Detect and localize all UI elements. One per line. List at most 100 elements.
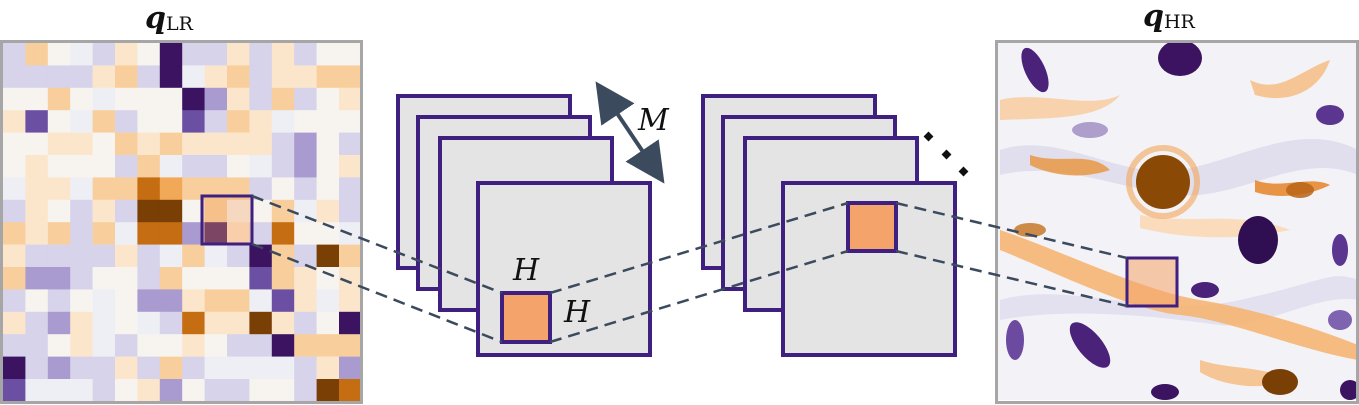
low-resolution-pixel [25,379,49,402]
low-resolution-pixel [294,334,317,357]
low-resolution-pixel [25,199,49,223]
low-resolution-pixel [159,379,183,402]
low-resolution-pixel [47,87,71,111]
low-resolution-pixel [159,222,183,245]
low-resolution-pixel [92,87,116,111]
low-resolution-pixel [249,110,273,133]
low-resolution-pixel [137,43,161,66]
low-resolution-pixel [3,65,26,89]
low-resolution-pixel [92,155,116,178]
low-resolution-pixel [227,379,250,402]
low-resolution-pixel [137,267,161,290]
low-resolution-pixel [249,43,273,66]
low-resolution-pixel [316,379,340,402]
low-resolution-pixel [316,132,340,156]
low-resolution-pixel [204,311,228,335]
low-resolution-pixel [339,356,362,380]
low-resolution-pixel [339,334,362,357]
low-resolution-pixel [115,132,138,156]
low-resolution-pixel [294,110,317,133]
low-resolution-pixel [92,177,116,201]
low-resolution-pixel [271,87,295,111]
low-resolution-pixel [227,334,250,357]
low-resolution-pixel [137,155,161,178]
low-resolution-pixel [70,356,93,380]
low-resolution-pixel [339,110,362,133]
low-resolution-pixel [227,43,250,66]
low-resolution-pixel [3,379,26,402]
low-resolution-pixel [182,222,205,245]
low-resolution-pixel [137,379,161,402]
low-resolution-pixel [137,311,161,335]
low-resolution-pixel [115,267,138,290]
low-resolution-pixel [115,43,138,66]
low-resolution-pixel [47,132,71,156]
low-resolution-pixel [339,177,362,201]
low-resolution-pixel [204,177,228,201]
low-resolution-pixel [70,65,93,89]
low-resolution-pixel [3,110,26,133]
low-resolution-pixel [316,289,340,313]
low-resolution-pixel [115,356,138,380]
low-resolution-pixel [182,199,205,223]
low-resolution-pixel [70,267,93,290]
low-resolution-pixel [159,65,183,89]
low-resolution-pixel [249,311,273,335]
connector-stack-bottom [549,249,849,344]
low-resolution-pixel [159,87,183,111]
low-resolution-pixel [115,177,138,201]
low-resolution-pixel [182,267,205,290]
low-resolution-pixel [137,356,161,380]
low-resolution-pixel [115,334,138,357]
low-resolution-pixel [25,267,49,290]
low-resolution-pixel [271,267,295,290]
low-resolution-pixel [204,244,228,268]
low-resolution-pixel [47,334,71,357]
low-resolution-pixel [227,222,250,245]
low-resolution-pixel [204,379,228,402]
low-resolution-pixel [316,110,340,133]
low-resolution-patch [200,194,254,246]
low-resolution-pixel [137,289,161,313]
low-resolution-pixel [159,155,183,178]
patch-height-label: H [512,253,540,288]
low-resolution-pixel [294,65,317,89]
low-resolution-pixel [3,289,26,313]
low-resolution-pixel [47,43,71,66]
low-resolution-pixel [204,222,228,245]
low-resolution-pixel [339,43,362,66]
low-resolution-pixel [204,87,228,111]
high-resolution-patch [1125,256,1179,308]
low-resolution-pixel [227,132,250,156]
low-resolution-pixel [70,311,93,335]
low-resolution-pixel [249,222,273,245]
low-resolution-pixel [92,289,116,313]
low-resolution-pixel [182,132,205,156]
low-resolution-pixel [92,132,116,156]
low-resolution-pixel [70,155,93,178]
low-resolution-pixel [47,356,71,380]
low-resolution-pixel [339,65,362,89]
low-resolution-pixel [3,43,26,66]
low-resolution-pixel [3,334,26,357]
low-resolution-pixel [25,289,49,313]
low-resolution-pixel [70,110,93,133]
low-resolution-pixel [182,110,205,133]
low-resolution-pixel [204,334,228,357]
low-resolution-pixel [3,244,26,268]
low-resolution-pixel [3,356,26,380]
low-resolution-pixel [3,222,26,245]
low-resolution-pixel-grid [3,43,362,402]
low-resolution-pixel [249,177,273,201]
low-resolution-pixel [47,311,71,335]
low-resolution-pixel [92,65,116,89]
low-resolution-pixel [339,87,362,111]
low-resolution-pixel [204,110,228,133]
low-resolution-pixel [227,311,250,335]
low-resolution-pixel [47,289,71,313]
low-resolution-pixel [70,379,93,402]
low-resolution-pixel [182,334,205,357]
low-resolution-pixel [316,87,340,111]
low-resolution-pixel [227,65,250,89]
